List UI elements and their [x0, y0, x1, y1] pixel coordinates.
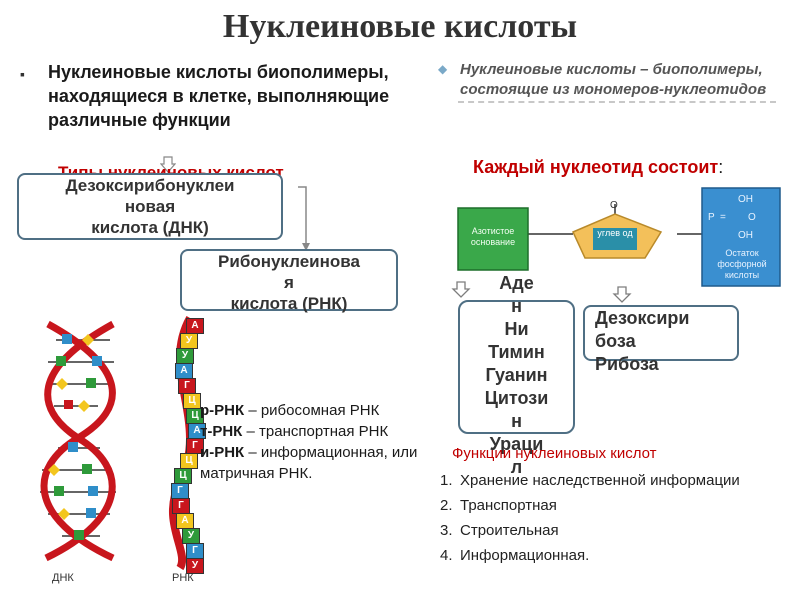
- phosphate-formula-part: OH: [738, 230, 753, 241]
- definition-left: Нуклеиновые кислоты биополимеры, находящ…: [48, 62, 390, 130]
- base-line: н: [511, 296, 522, 316]
- rna-letter-tile: А: [176, 513, 194, 529]
- rna-type-desc: – информационная, или матричная РНК.: [200, 444, 418, 482]
- base-line: л: [510, 457, 523, 477]
- function-item: 2. Транспортная: [440, 495, 770, 516]
- rna-letter-tile: Г: [186, 543, 204, 559]
- dna-box: Дезоксирибонуклеи новая кислота (ДНК): [17, 173, 283, 240]
- rna-letter-tile: У: [176, 348, 194, 364]
- dna-box-line: новая: [124, 197, 176, 216]
- base-line: Ураци: [489, 434, 544, 454]
- rna-type-abbr: р-РНК: [200, 402, 245, 419]
- phosphate-label: Остаток фосфорной кислоты: [717, 248, 767, 280]
- rna-label: РНК: [172, 572, 194, 584]
- function-text: Хранение наследственной информации: [460, 472, 740, 489]
- base-line: Тимин: [488, 342, 545, 362]
- rna-type-abbr: и-РНК: [200, 444, 245, 461]
- nitrogen-base-label: Азотистое основание: [470, 226, 516, 247]
- down-arrow-icon: [451, 281, 471, 298]
- rna-letter-tile: Г: [178, 378, 196, 394]
- sugar-line: Рибоза: [595, 354, 659, 374]
- definition-right: Нуклеиновые кислоты – биополимеры, состо…: [460, 61, 767, 98]
- sugar-line: Дезоксири: [595, 308, 690, 328]
- rna-box: Рибонуклеинова я кислота (РНК): [180, 249, 398, 313]
- rna-letter-tile: У: [180, 333, 198, 349]
- function-number: 3.: [440, 522, 453, 539]
- base-line: Гуанин: [485, 365, 548, 385]
- sugar-label-bg: [593, 228, 637, 250]
- rna-letter-tile: У: [186, 558, 204, 574]
- sugar-top-symbol: O: [610, 200, 618, 211]
- function-item: 1. Хранение наследственной информации: [440, 470, 770, 491]
- bases-box: [458, 300, 575, 434]
- phosphate-formula-part: =: [720, 212, 726, 223]
- sugar-label: углев од: [597, 228, 633, 238]
- sugar-line: боза: [595, 331, 636, 351]
- bullet-icon: ▪: [20, 66, 25, 82]
- rna-type-desc: – транспортная РНК: [242, 423, 389, 440]
- rna-letter-tile: А: [186, 318, 204, 334]
- rna-type-item: т-РНК – транспортная РНК: [200, 421, 430, 442]
- base-line: Ни: [504, 319, 529, 339]
- rna-type-item: р-РНК – рибосомная РНК: [200, 400, 430, 421]
- phosphate-formula-part: OH: [738, 194, 753, 205]
- rna-letter-tile: Ц: [174, 468, 192, 484]
- function-number: 2.: [440, 497, 453, 514]
- bases-list: Аде н Ни Тимин Гуанин Цитози н Ураци л: [458, 272, 575, 479]
- rna-box-line: Рибонуклеинова: [218, 252, 360, 271]
- nucleotide-heading: Каждый нуклеотид состоит:: [473, 155, 723, 179]
- dashed-divider: [458, 101, 776, 103]
- bullet-icon: ◆: [438, 62, 448, 76]
- function-text: Информационная.: [460, 547, 590, 564]
- rna-letter-tile: Ц: [183, 393, 201, 409]
- function-item: 3. Строительная: [440, 520, 770, 541]
- rna-letter-tile: А: [175, 363, 193, 379]
- down-arrow-icon: [160, 156, 176, 173]
- rna-box-line: кислота (РНК): [230, 294, 348, 313]
- base-line: Аде: [499, 273, 534, 293]
- function-text: Транспортная: [460, 497, 557, 514]
- rna-type-item: и-РНК – информационная, или матричная РН…: [200, 442, 430, 484]
- rna-box-line: я: [284, 273, 294, 292]
- nucleotide-heading-colon: :: [718, 157, 724, 177]
- rna-letter-tile: Г: [171, 483, 189, 499]
- sugar-box: Дезоксири боза Рибоза: [583, 305, 739, 374]
- phosphate-formula-part: O: [748, 212, 756, 223]
- phosphate-formula-part: P: [708, 212, 715, 223]
- base-line: н: [511, 411, 522, 431]
- rna-type-desc: – рибосомная РНК: [244, 402, 380, 419]
- rna-types-list: р-РНК – рибосомная РНК т-РНК – транспорт…: [200, 400, 430, 484]
- dna-helix-illustration: [40, 320, 116, 562]
- functions-heading: Функции нуклеиновых кислот: [452, 445, 657, 462]
- phosphate-formula: OH P = O OH: [702, 188, 780, 246]
- dna-label: ДНК: [52, 572, 74, 584]
- phosphate-block: [701, 187, 781, 287]
- nitrogen-base-block: [457, 207, 529, 271]
- dna-bases: [48, 334, 102, 540]
- rna-letter-tile: Г: [172, 498, 190, 514]
- function-number: 4.: [440, 547, 453, 564]
- function-item: 4. Информационная.: [440, 545, 770, 566]
- dna-box-line: Дезоксирибонуклеи: [65, 176, 235, 195]
- connector-arrow-icon: [298, 186, 310, 251]
- rna-letter-tile: У: [182, 528, 200, 544]
- function-text: Строительная: [460, 522, 559, 539]
- slide-title: Нуклеиновые кислоты: [222, 8, 578, 45]
- dna-box-line: кислота (ДНК): [91, 218, 209, 237]
- down-arrow-icon: [612, 286, 632, 303]
- function-number: 1.: [440, 472, 453, 489]
- base-line: Цитози: [484, 388, 549, 408]
- functions-list: 1. Хранение наследственной информации 2. Т…: [440, 470, 770, 570]
- nucleotide-diagram: [457, 187, 781, 287]
- rna-type-abbr: т-РНК: [200, 423, 243, 440]
- nucleotide-heading-text: Каждый нуклеотид состоит: [473, 157, 719, 177]
- rna-letter-tile: Ц: [180, 453, 198, 469]
